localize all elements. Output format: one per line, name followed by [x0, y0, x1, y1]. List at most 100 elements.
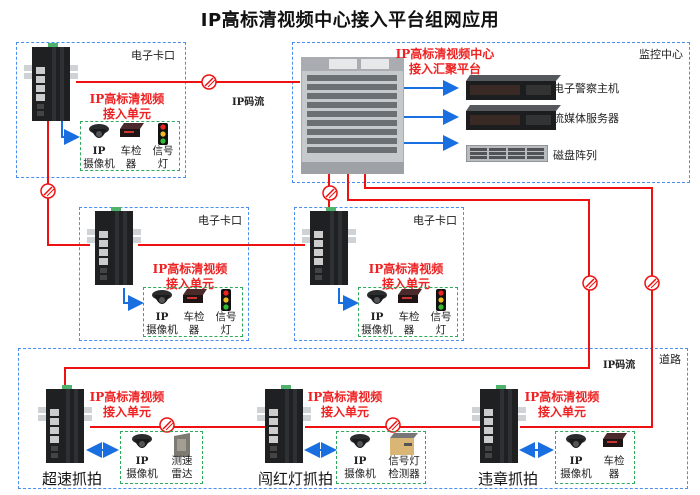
lightning-protector-icon — [40, 183, 56, 199]
lightning-protector-icon — [201, 74, 217, 90]
dome-camera-icon — [360, 289, 394, 311]
traffic-light-icon — [424, 289, 458, 311]
device-group-checkpoint-3 — [358, 287, 458, 337]
device-item: 信号灯检测器 — [382, 433, 426, 481]
signal-detector-icon — [382, 433, 426, 455]
zone-checkpoint-1: 电子卡口 — [16, 42, 186, 178]
server-label: 磁盘阵列 — [553, 149, 597, 162]
link-cp1-cp2 — [47, 117, 90, 246]
traffic-light-icon — [209, 289, 243, 311]
dome-camera-icon — [145, 289, 179, 311]
lightning-protector-icon — [582, 275, 598, 291]
device-label-line2: 摄像机 — [344, 468, 376, 480]
device-label-line1: IP — [569, 455, 583, 467]
lightning-protector-icon — [385, 417, 401, 433]
access-unit-label-line1: IP高标清视频 — [89, 92, 165, 106]
stream-label: IP码流 — [232, 97, 265, 108]
device-label-line1: IP — [92, 145, 106, 157]
zone-road: 道路 — [18, 348, 688, 489]
device-label-line2: 器 — [403, 324, 415, 336]
platform-label-line1: IP高标清视频中心 — [395, 47, 495, 61]
vehicle-detector-icon — [177, 289, 211, 311]
device-group-checkpoint-1 — [80, 121, 180, 171]
access-unit-label-line2: 接入单元 — [537, 405, 586, 419]
device-label-line2: 摄像机 — [126, 468, 158, 480]
device-label-line2: 器 — [608, 468, 620, 480]
zone-label: 道路 — [659, 353, 681, 366]
device-label-line2: 摄像机 — [146, 324, 178, 336]
lightning-protector-icon — [159, 417, 175, 433]
access-switch-icon — [257, 385, 311, 463]
access-unit-label-line1: IP高标清视频 — [524, 390, 600, 404]
rack-server-icon — [466, 75, 561, 100]
device-label-line2: 灯 — [220, 324, 232, 336]
device-item: 信号灯 — [424, 289, 458, 337]
server-label: 电子警察主机 — [553, 82, 619, 95]
platform-label-line2: 接入汇聚平台 — [408, 62, 481, 76]
zone-monitor-center: 监控中心 — [292, 42, 690, 183]
device-label-line2: 摄像机 — [560, 468, 592, 480]
device-label-line1: 信号 — [215, 311, 237, 323]
zone-label: 电子卡口 — [198, 214, 242, 227]
arrow-cp3-devices — [338, 288, 359, 311]
arrow-cp2-devices — [123, 288, 144, 311]
access-unit-label-line1: IP高标清视频 — [307, 390, 383, 404]
access-switch-icon — [87, 207, 141, 285]
access-switch-icon — [472, 385, 526, 463]
stream-label: IP码流 — [603, 360, 636, 371]
access-unit-label: IP高标清视频 接入单元 — [87, 390, 167, 420]
dome-camera-icon — [557, 433, 595, 455]
device-label-line2: 雷达 — [171, 468, 193, 480]
device-label-line1: 信号 — [430, 311, 452, 323]
zone-label: 电子卡口 — [131, 49, 175, 62]
rack-server-icon — [466, 105, 561, 130]
vehicle-detector-icon — [392, 289, 426, 311]
device-item: 信号灯 — [146, 123, 180, 171]
device-item: 车检器 — [177, 289, 211, 337]
speed-radar-icon — [162, 433, 202, 457]
device-label-line2: 器 — [188, 324, 200, 336]
disk-array-icon — [466, 145, 548, 162]
device-group-checkpoint-2 — [143, 287, 243, 337]
device-label-line1: 车检 — [183, 311, 205, 323]
zone-checkpoint-3: 电子卡口 — [294, 207, 464, 341]
chassis-switch-icon — [301, 57, 404, 174]
arrow-cp1-devices — [61, 121, 80, 145]
access-switch-icon — [24, 43, 78, 121]
device-item: 信号灯 — [209, 289, 243, 337]
device-label-line2: 灯 — [157, 158, 169, 170]
access-unit-label: IP高标清视频 接入单元 — [305, 390, 385, 420]
diagram-title: IP高标清视频中心接入平台组网应用 — [200, 10, 500, 31]
device-group-violation — [555, 431, 635, 484]
dome-camera-icon — [338, 433, 382, 455]
device-label-line1: IP — [135, 455, 149, 467]
access-unit-label-line1: IP高标清视频 — [152, 262, 228, 276]
zone-label: 电子卡口 — [413, 214, 457, 227]
access-unit-label-line1: IP高标清视频 — [368, 262, 444, 276]
site-label-speed: 超速抓拍 — [42, 470, 103, 488]
zone-checkpoint-2: 电子卡口 — [79, 207, 249, 341]
access-unit-label: IP高标清视频 接入单元 — [82, 92, 172, 122]
access-unit-label-line1: IP高标清视频 — [89, 390, 165, 404]
device-item: 车检器 — [595, 433, 633, 481]
device-label-line2: 器 — [125, 158, 137, 170]
device-group-speed — [120, 431, 203, 484]
platform-label: IP高标清视频中心 接入汇聚平台 — [390, 47, 500, 77]
device-label-line1: 车检 — [398, 311, 420, 323]
access-switch-icon — [38, 385, 92, 463]
dome-camera-icon — [82, 123, 116, 145]
device-item: 测速雷达 — [162, 433, 202, 481]
device-label-line1: IP — [370, 311, 384, 323]
site-label-violation: 违章抓拍 — [478, 470, 539, 488]
device-label-line2: 灯 — [435, 324, 447, 336]
access-unit-label-line2: 接入单元 — [102, 107, 151, 121]
device-label-line1: 信号灯 — [388, 455, 420, 467]
zone-label: 监控中心 — [639, 48, 683, 61]
